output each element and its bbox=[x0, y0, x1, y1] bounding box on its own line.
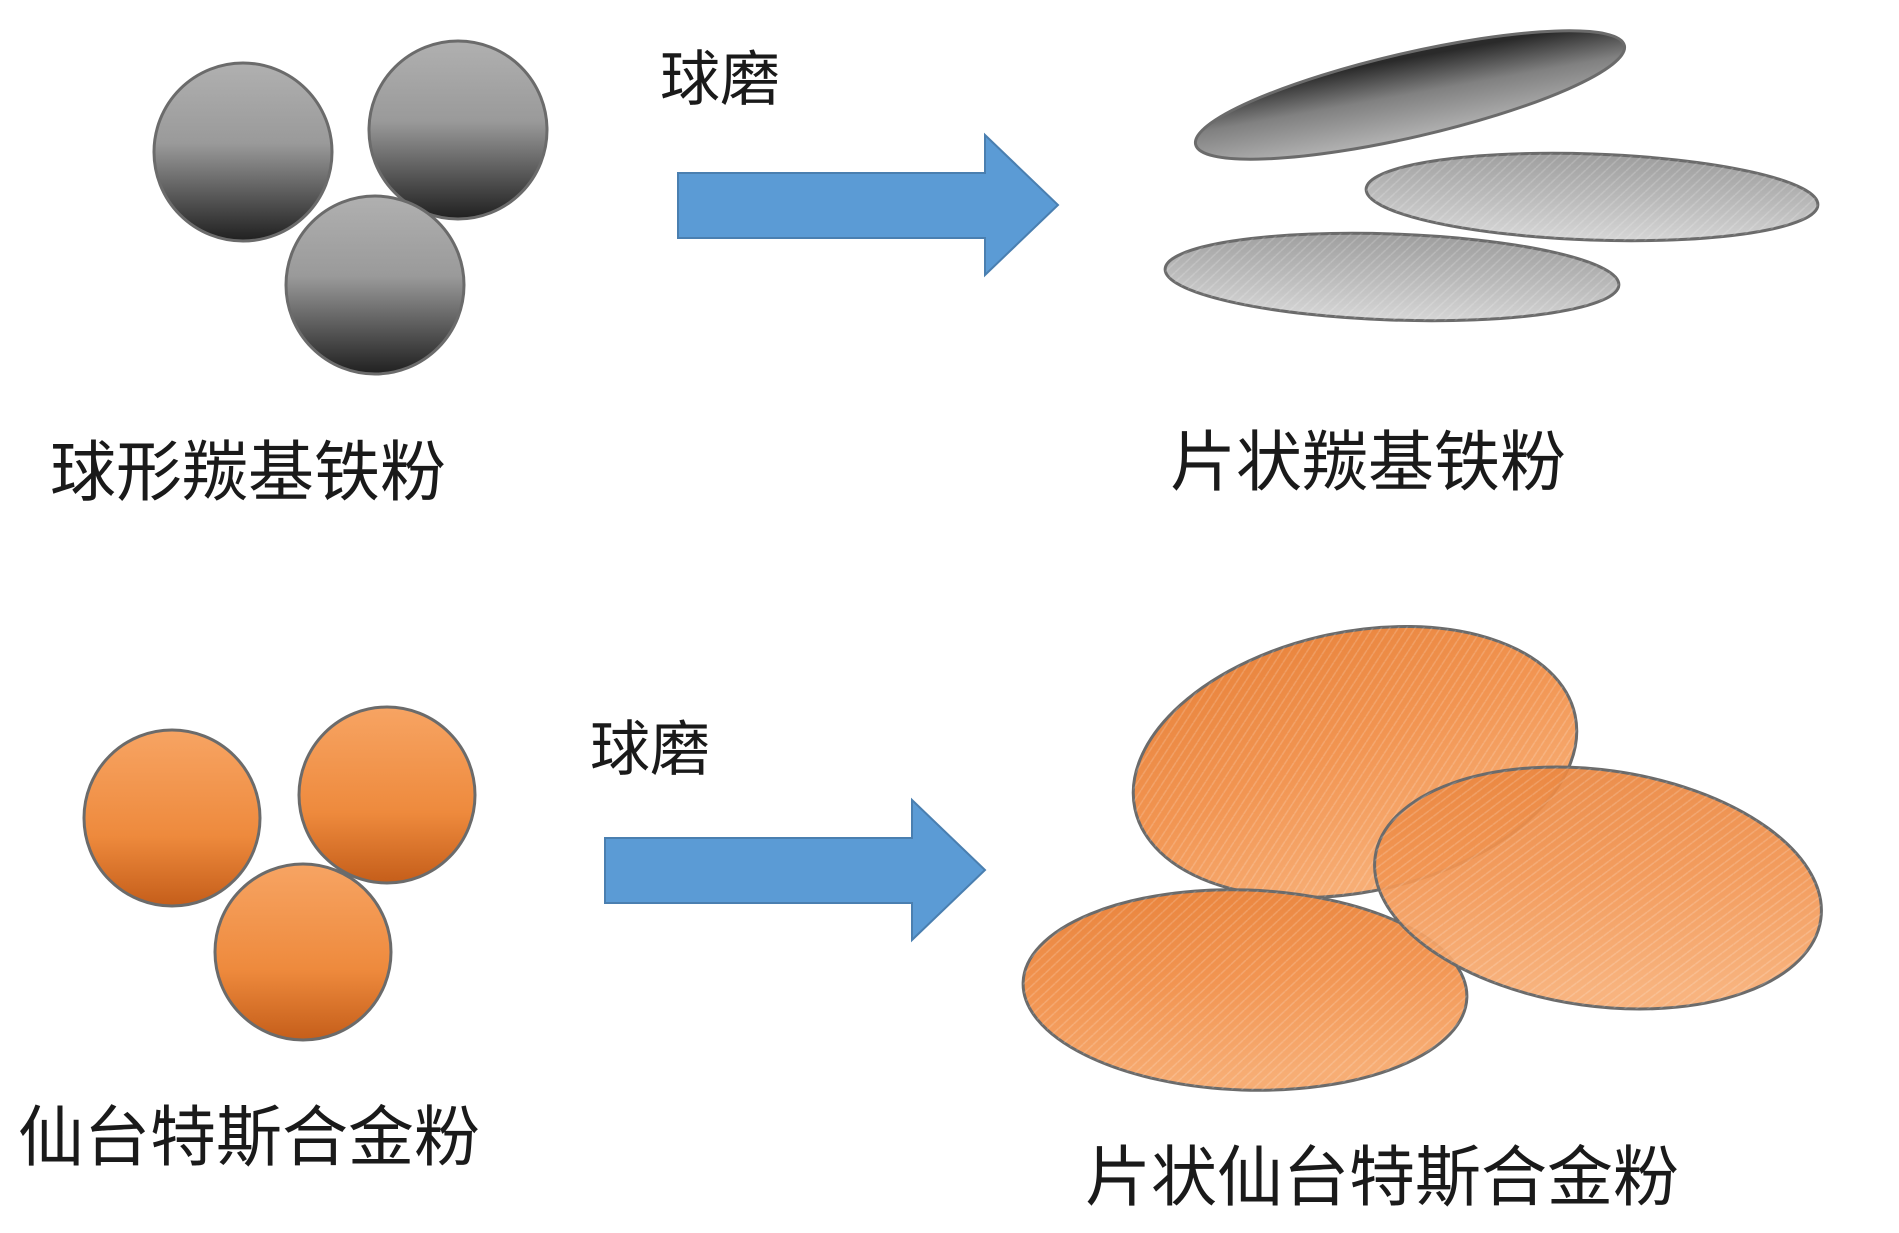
flake-carbonyl-iron-label: 片状羰基铁粉 bbox=[1170, 424, 1566, 501]
bottom-arrow bbox=[605, 800, 985, 940]
flake-sendust-alloy-label: 片状仙台特斯合金粉 bbox=[1085, 1139, 1679, 1216]
iron-flake-texture bbox=[1365, 146, 1820, 248]
alloy-sphere bbox=[84, 730, 260, 906]
carbonyl-iron-spheres bbox=[154, 41, 547, 374]
alloy-sphere bbox=[299, 707, 475, 883]
iron-sphere bbox=[154, 63, 332, 241]
bottom-process-label: 球磨 bbox=[590, 715, 710, 785]
carbonyl-iron-flakes bbox=[1164, 5, 1820, 328]
iron-sphere bbox=[286, 196, 464, 374]
iron-flake-texture bbox=[1164, 226, 1621, 328]
top-process-label: 球磨 bbox=[660, 45, 780, 115]
sendust-alloy-label: 仙台特斯合金粉 bbox=[18, 1099, 480, 1176]
sendust-spheres bbox=[84, 707, 475, 1040]
alloy-sphere bbox=[215, 864, 391, 1040]
sendust-flakes bbox=[1020, 588, 1838, 1098]
iron-sphere bbox=[369, 41, 547, 219]
spherical-carbonyl-iron-label: 球形羰基铁粉 bbox=[50, 434, 446, 511]
top-arrow bbox=[678, 135, 1058, 275]
